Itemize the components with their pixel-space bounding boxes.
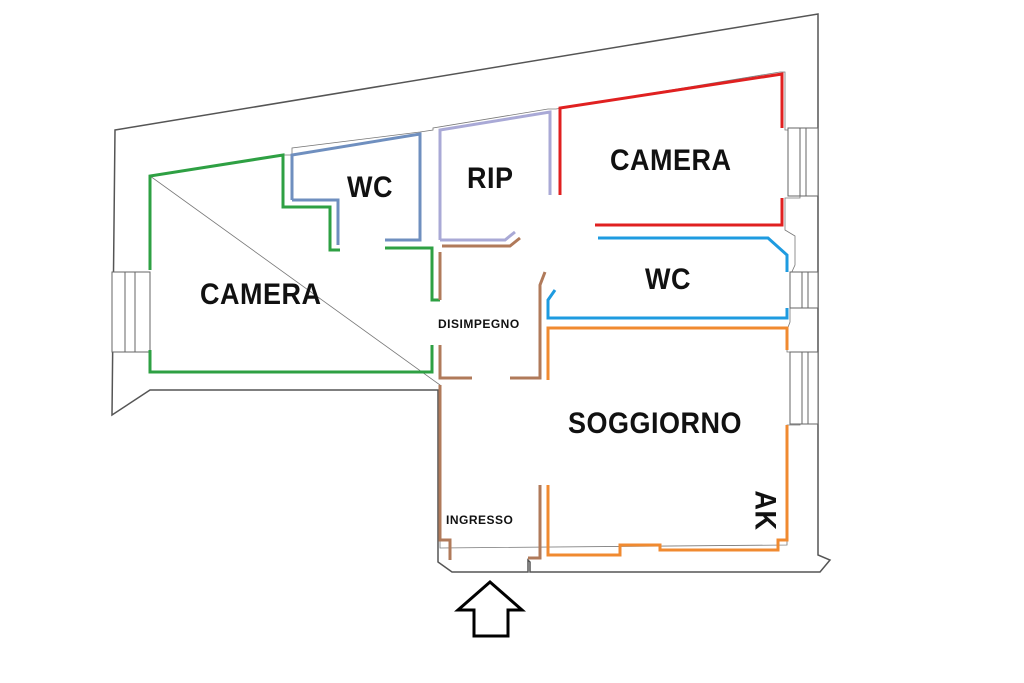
room-label-disimpegno: DISIMPEGNO bbox=[438, 317, 520, 331]
room-outline-wc-right bbox=[598, 236, 789, 272]
room-label-camera-left: CAMERA bbox=[200, 277, 322, 311]
room-label-ak: AK bbox=[749, 490, 783, 531]
room-outline-camera-left bbox=[148, 345, 434, 374]
room-label-ingresso: INGRESSO bbox=[446, 513, 514, 527]
room-outline-soggiorno bbox=[546, 425, 789, 557]
room-outline-rip bbox=[438, 110, 552, 240]
room-outline-wc-top bbox=[290, 132, 422, 242]
room-outline-disimpegno bbox=[510, 271, 547, 380]
room-label-soggiorno: SOGGIORNO bbox=[568, 406, 743, 440]
room-label-rip: RIP bbox=[467, 161, 514, 195]
room-outline-ingresso bbox=[438, 385, 452, 560]
room-outline-ingresso bbox=[438, 345, 472, 380]
up-arrow-icon bbox=[454, 580, 526, 638]
outer-wall bbox=[111, 13, 832, 573]
window-soggiorno bbox=[789, 351, 819, 425]
room-outline-ingresso bbox=[528, 485, 542, 560]
inner-wall bbox=[148, 71, 801, 549]
room-outline-disimpegno bbox=[442, 236, 521, 248]
room-outline-camera-left bbox=[385, 246, 434, 300]
room-outline-wc-top bbox=[292, 198, 340, 245]
room-outline-rip bbox=[440, 230, 516, 242]
room-label-wc-right: WC bbox=[645, 262, 691, 296]
window-left bbox=[111, 271, 151, 353]
room-outline-soggiorno bbox=[546, 326, 789, 380]
room-outline-camera-left bbox=[148, 153, 340, 270]
room-outline-wc-right bbox=[546, 289, 789, 320]
room-outline-camera-right bbox=[595, 198, 784, 227]
room-label-camera-right: CAMERA bbox=[610, 143, 732, 177]
window-camera-right bbox=[787, 127, 819, 197]
window-wc-right bbox=[789, 271, 819, 309]
room-label-wc-top: WC bbox=[347, 170, 393, 204]
room-outline-camera-right bbox=[558, 72, 784, 195]
